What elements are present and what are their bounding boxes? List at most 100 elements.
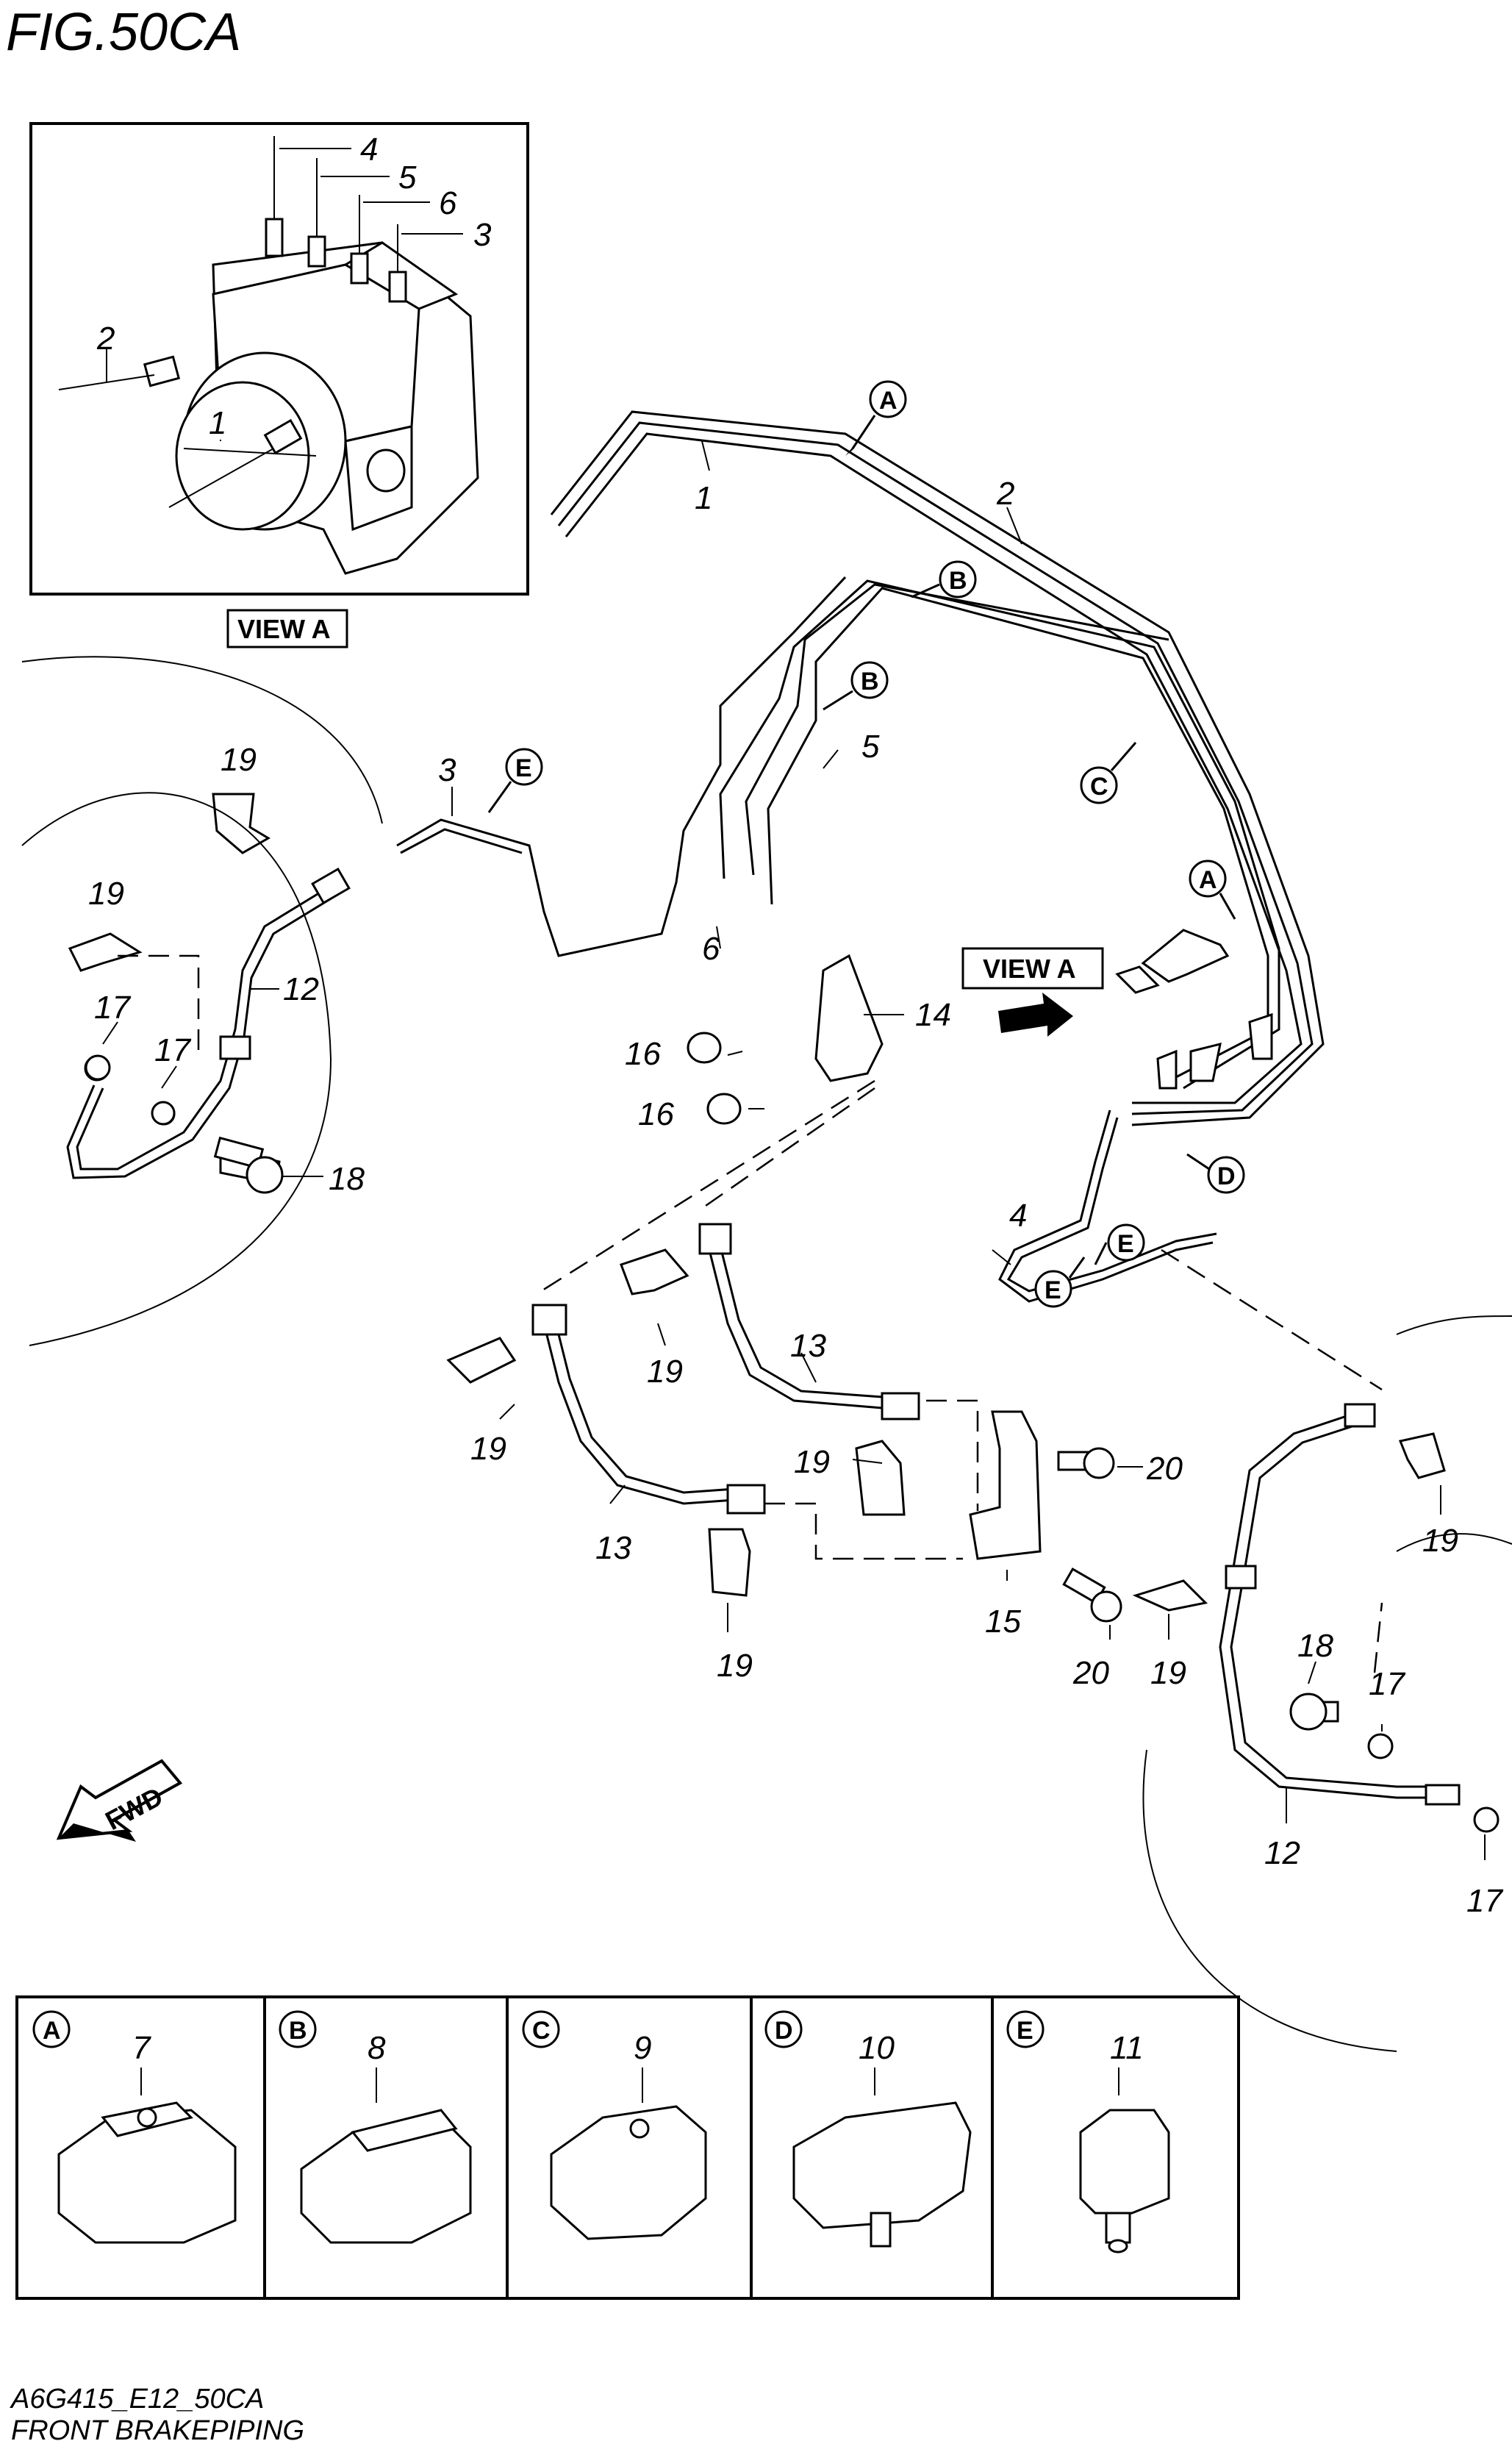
- callout-19-center-b: 19: [647, 1354, 683, 1390]
- callout-19-right-upper: 19: [1422, 1523, 1458, 1559]
- callout-12-left: 12: [283, 971, 319, 1007]
- marker-d: D: [1186, 1153, 1245, 1194]
- callout-inset-5: 5: [398, 160, 417, 196]
- legend-cell-e: E 11: [1006, 2010, 1170, 2254]
- callout-19-center-a: 19: [470, 1431, 506, 1467]
- figure-name: FRONT BRAKEPIPING: [11, 2415, 304, 2441]
- bracket-14-drawing: [814, 954, 884, 1082]
- bracket-15-drawing: [969, 1410, 1042, 1560]
- right-wheel-outline: [1142, 1533, 1512, 2052]
- left-wheel-outline: [21, 792, 332, 1346]
- callout-inset-4: 4: [360, 132, 378, 168]
- marker-b-upper: B: [911, 560, 977, 598]
- figure-code: A6G415_E12_50CA: [10, 2384, 264, 2415]
- callout-14: 14: [915, 997, 951, 1033]
- callout-15: 15: [985, 1604, 1021, 1640]
- marker-e-pipe4-left: E: [1034, 1257, 1086, 1308]
- legend-part-8: 8: [368, 2030, 386, 2066]
- svg-text:B: B: [861, 668, 879, 696]
- callout-19-center-c: 19: [794, 1444, 830, 1480]
- svg-text:B: B: [949, 567, 967, 595]
- marker-a-upper: A: [845, 380, 907, 456]
- svg-text:A: A: [1199, 866, 1217, 894]
- clip-19-center-d: [708, 1528, 751, 1597]
- nut-16-lower: [706, 1093, 742, 1125]
- clip-legend: A 7 B 8 C 9 D 10: [15, 1995, 1240, 2300]
- left-brake-hose: [66, 867, 351, 1185]
- right-wheel-outline-upper: [1396, 1315, 1512, 1335]
- legend-part-11: 11: [1110, 2030, 1144, 2066]
- callout-18-right: 18: [1297, 1628, 1333, 1664]
- clip-19-left-lower: [68, 932, 143, 972]
- bolt-18-left: [213, 1136, 284, 1194]
- washer-17-right-b: [1473, 1806, 1500, 1833]
- washer-17-left-b: [151, 1101, 176, 1126]
- svg-text:A: A: [879, 387, 897, 415]
- marker-c: C: [1080, 742, 1137, 804]
- callout-inset-1: 1: [209, 405, 226, 441]
- bolt-20-upper: [1057, 1447, 1115, 1479]
- washer-17-right-a: [1367, 1733, 1394, 1759]
- clip-19-center-c: [855, 1440, 906, 1516]
- right-brake-hose: [1219, 1403, 1461, 1806]
- legend-part-10: 10: [859, 2030, 895, 2066]
- legend-letter-d: D: [775, 2017, 793, 2045]
- svg-text:C: C: [1090, 773, 1108, 801]
- callout-inset-3: 3: [473, 217, 492, 253]
- clip-19-center-a: [446, 1337, 517, 1384]
- view-a-pointer-label: VIEW A: [983, 954, 1076, 984]
- callout-17-right-b: 17: [1466, 1883, 1503, 1919]
- marker-b-lower: B: [823, 661, 889, 711]
- callout-4: 4: [1009, 1198, 1027, 1234]
- clip-19-left-upper: [212, 793, 270, 854]
- left-wheel-outline-upper: [21, 656, 383, 824]
- callout-19-left-upper: 19: [221, 742, 257, 778]
- callout-6: 6: [702, 931, 720, 967]
- legend-frame: [15, 1995, 1240, 2300]
- legend-cell-c: C 9: [522, 2010, 707, 2240]
- abs-modulator-drawing: [58, 136, 479, 575]
- svg-text:D: D: [1217, 1162, 1236, 1190]
- svg-text:E: E: [515, 754, 532, 782]
- view-a-caption-box: [226, 609, 348, 648]
- view-a-pointer-box: [961, 947, 1104, 990]
- view-a-arrow-icon: [998, 993, 1073, 1037]
- dashed-guides: [118, 954, 1383, 1673]
- callout-19-center-d: 19: [717, 1648, 753, 1684]
- svg-text:E: E: [1117, 1230, 1134, 1258]
- brake-pipes: [396, 410, 1325, 1303]
- legend-part-7: 7: [132, 2030, 151, 2066]
- callout-1: 1: [695, 480, 712, 516]
- callout-17-left-a: 17: [94, 990, 131, 1026]
- callout-16-upper: 16: [625, 1036, 661, 1072]
- callout-5: 5: [861, 729, 880, 765]
- callout-18-left: 18: [329, 1161, 365, 1197]
- bolt-18-right: [1289, 1693, 1339, 1731]
- clip-19-center-b: [620, 1248, 689, 1295]
- figure-title: FIG.50CA: [6, 3, 241, 62]
- callout-3: 3: [438, 752, 456, 788]
- legend-letter-e: E: [1017, 2017, 1033, 2045]
- legend-letter-b: B: [289, 2017, 307, 2045]
- callout-inset-6: 6: [439, 185, 457, 221]
- clip-19-right-upper: [1398, 1432, 1446, 1479]
- callout-2: 2: [996, 476, 1014, 512]
- callout-13-lower: 13: [595, 1530, 631, 1566]
- nut-16-upper: [687, 1032, 722, 1064]
- legend-cell-a: A 7: [32, 2010, 237, 2244]
- callout-inset-2: 2: [96, 321, 115, 357]
- callout-19-right-lower: 19: [1150, 1655, 1186, 1691]
- marker-a-right: A: [1189, 859, 1236, 920]
- callout-19-left-lower: 19: [88, 876, 124, 912]
- legend-letter-c: C: [532, 2017, 551, 2045]
- callout-20-upper: 20: [1146, 1451, 1183, 1487]
- marker-e-pipe3: E: [487, 748, 543, 813]
- abs-unit-inset: 4 5 6 3 2 1: [29, 122, 529, 596]
- callout-13-upper: 13: [790, 1328, 826, 1364]
- view-a-caption: VIEW A: [237, 614, 331, 644]
- callout-12-right: 12: [1264, 1835, 1300, 1871]
- callout-17-right-a: 17: [1369, 1666, 1405, 1702]
- legend-cell-b: B 8: [279, 2010, 472, 2244]
- clip-19-right-lower: [1132, 1579, 1208, 1612]
